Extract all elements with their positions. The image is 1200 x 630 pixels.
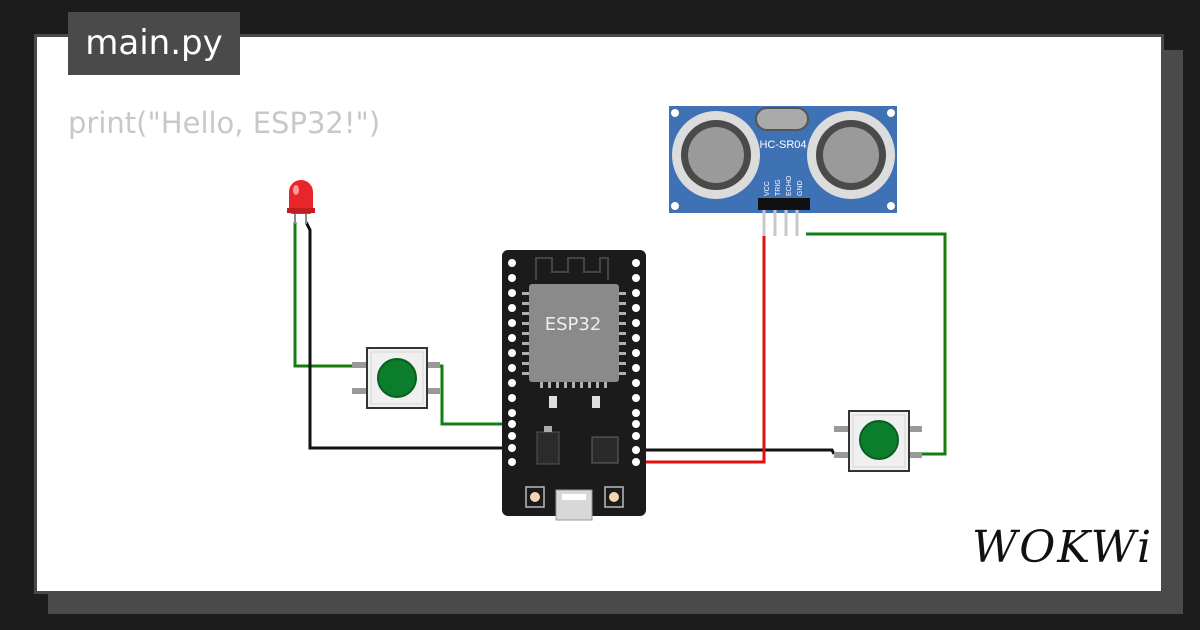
wire-black-led-gnd[interactable] (304, 221, 512, 450)
wire-green-led-button1[interactable] (293, 222, 352, 368)
wire-black-esp-button2[interactable] (640, 448, 836, 455)
esp32-module-castellations (522, 292, 626, 388)
sensor-transducer-right (807, 111, 895, 199)
esp32-left-pin-column (508, 259, 516, 466)
code-preview: print("Hello, ESP32!") (68, 106, 381, 140)
wire-green-button1-esp[interactable] (434, 364, 512, 426)
esp32-board[interactable]: ESP32 (502, 250, 646, 521)
usb-uart-chip (591, 436, 619, 464)
pin-label-echo: ECHO (786, 175, 793, 196)
red-led[interactable] (287, 180, 315, 224)
esp32-right-pin-column (632, 259, 640, 466)
wire-green-sensor-button2[interactable] (806, 232, 947, 456)
voltage-regulator (536, 431, 560, 465)
sensor-transducer-left (672, 111, 760, 199)
push-button-1[interactable] (352, 347, 440, 409)
wokwi-logo[interactable]: WOKWi (972, 522, 1154, 573)
sensor-label: HC-SR04 (759, 139, 806, 151)
file-tab-main-py[interactable]: main.py (68, 12, 240, 75)
pin-label-gnd: GND (797, 180, 804, 196)
esp32-label: ESP32 (545, 314, 602, 335)
esp32-module-shield (529, 284, 619, 382)
pin-label-trig: TRIG (775, 179, 782, 196)
hc-sr04-sensor[interactable]: HC-SR04 VCC TRIG ECHO GND (669, 106, 897, 236)
push-button-2[interactable] (834, 410, 922, 472)
pin-label-vcc: VCC (764, 181, 771, 196)
